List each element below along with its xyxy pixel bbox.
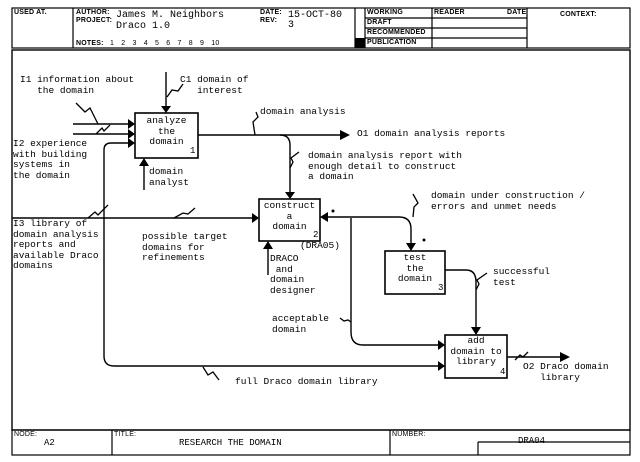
- reader-date-label: DATE: [507, 9, 527, 16]
- note-number: 9: [200, 40, 212, 47]
- date-label: DATE:: [260, 9, 282, 16]
- label-domain-analysis: domain analysis: [260, 106, 346, 117]
- note-number: 3: [132, 40, 144, 47]
- box-2-reference: (DRA05): [300, 240, 340, 251]
- note-number: 8: [188, 40, 200, 47]
- header-frame: [11, 7, 631, 49]
- status-recommended[interactable]: RECOMMENDED: [367, 29, 426, 36]
- label-successful-test: successful test: [493, 266, 551, 288]
- arrow-acceptable-domain: [350, 218, 438, 346]
- status-working[interactable]: WORKING: [367, 9, 404, 16]
- label-c1: C1 domain of interest: [180, 74, 249, 96]
- arrow-report-detail: [279, 134, 291, 192]
- note-number: 1: [110, 40, 122, 47]
- box-1-label: analyze the domain: [146, 115, 187, 147]
- label-acceptable-domain: acceptable domain: [272, 313, 330, 335]
- label-i1: I1 information about the domain: [20, 74, 135, 96]
- arrowheads: [128, 106, 570, 371]
- label-i3: I3 library of domain analysis reports an…: [13, 218, 99, 271]
- activity-box-3[interactable]: [384, 250, 446, 295]
- label-report-detail: domain analysis report with enough detai…: [308, 150, 462, 182]
- author-label: AUTHOR:: [76, 9, 110, 16]
- footer-frame: [11, 429, 631, 456]
- author-value: James M. Neighbors: [116, 10, 225, 21]
- box-2-label: construct a domain: [263, 200, 316, 232]
- tunnel-dots: [331, 209, 426, 242]
- note-number: 2: [121, 40, 133, 47]
- activity-box-1[interactable]: [134, 112, 199, 159]
- label-draco-designer: DRACO and domain designer: [270, 253, 316, 296]
- status-draft[interactable]: DRAFT: [367, 19, 392, 26]
- label-domain-analyst: domain analyst: [149, 166, 189, 188]
- number-value: DRA04: [518, 436, 546, 446]
- project-value: Draco 1.0: [116, 21, 171, 32]
- note-number: 6: [166, 40, 178, 47]
- project-label: PROJECT:: [76, 17, 113, 24]
- label-squiggles: [75, 83, 529, 381]
- number-label: NUMBER:: [392, 431, 426, 438]
- arrow-successful-test: [445, 269, 477, 327]
- publication-checkbox-filled: [355, 38, 365, 48]
- context-label: CONTEXT:: [560, 11, 597, 18]
- notes-label: NOTES:: [76, 40, 104, 47]
- note-number: 5: [155, 40, 167, 47]
- arrow-under-construction: [328, 216, 412, 243]
- node-label: NODE:: [14, 431, 38, 438]
- box-4-number: 4: [500, 367, 506, 377]
- label-possible-targets: possible target domains for refinements: [142, 231, 228, 263]
- title-value: RESEARCH THE DOMAIN: [179, 438, 282, 448]
- note-number: 7: [177, 40, 189, 47]
- box-2-number: 2: [313, 230, 319, 240]
- note-number: 10: [211, 40, 220, 47]
- label-i2: I2 experience with building systems in t…: [13, 138, 88, 181]
- rev-label: REV:: [260, 17, 278, 24]
- box-4-label: add domain to library: [450, 335, 502, 367]
- activity-box-2[interactable]: [258, 198, 321, 242]
- arrows: [12, 72, 560, 367]
- status-publication[interactable]: PUBLICATION: [367, 39, 417, 46]
- date-value: 15-OCT-80: [288, 10, 343, 21]
- node-value: A2: [44, 438, 55, 448]
- box-3-number: 3: [438, 283, 444, 293]
- arrow-library-feedback: [103, 142, 128, 300]
- label-full-library: full Draco domain library: [235, 376, 378, 387]
- box-3-label: test the domain: [397, 252, 433, 284]
- label-under-construction: domain under construction / errors and u…: [431, 190, 585, 212]
- used-at-label: USED AT.: [14, 9, 47, 16]
- title-label: TITLE:: [114, 431, 137, 438]
- rev-value: 3: [288, 20, 295, 31]
- note-number: 4: [143, 40, 155, 47]
- box-1-number: 1: [190, 146, 196, 156]
- activity-box-4[interactable]: [444, 334, 508, 379]
- label-o1: O1 domain analysis reports: [357, 128, 506, 139]
- label-o2: O2 Draco domain library: [523, 361, 609, 383]
- arrow-full-library: [103, 300, 438, 367]
- reader-label: READER: [434, 9, 465, 16]
- notes-list: 1 2 3 4 5 6 7 8 9 10: [110, 40, 219, 47]
